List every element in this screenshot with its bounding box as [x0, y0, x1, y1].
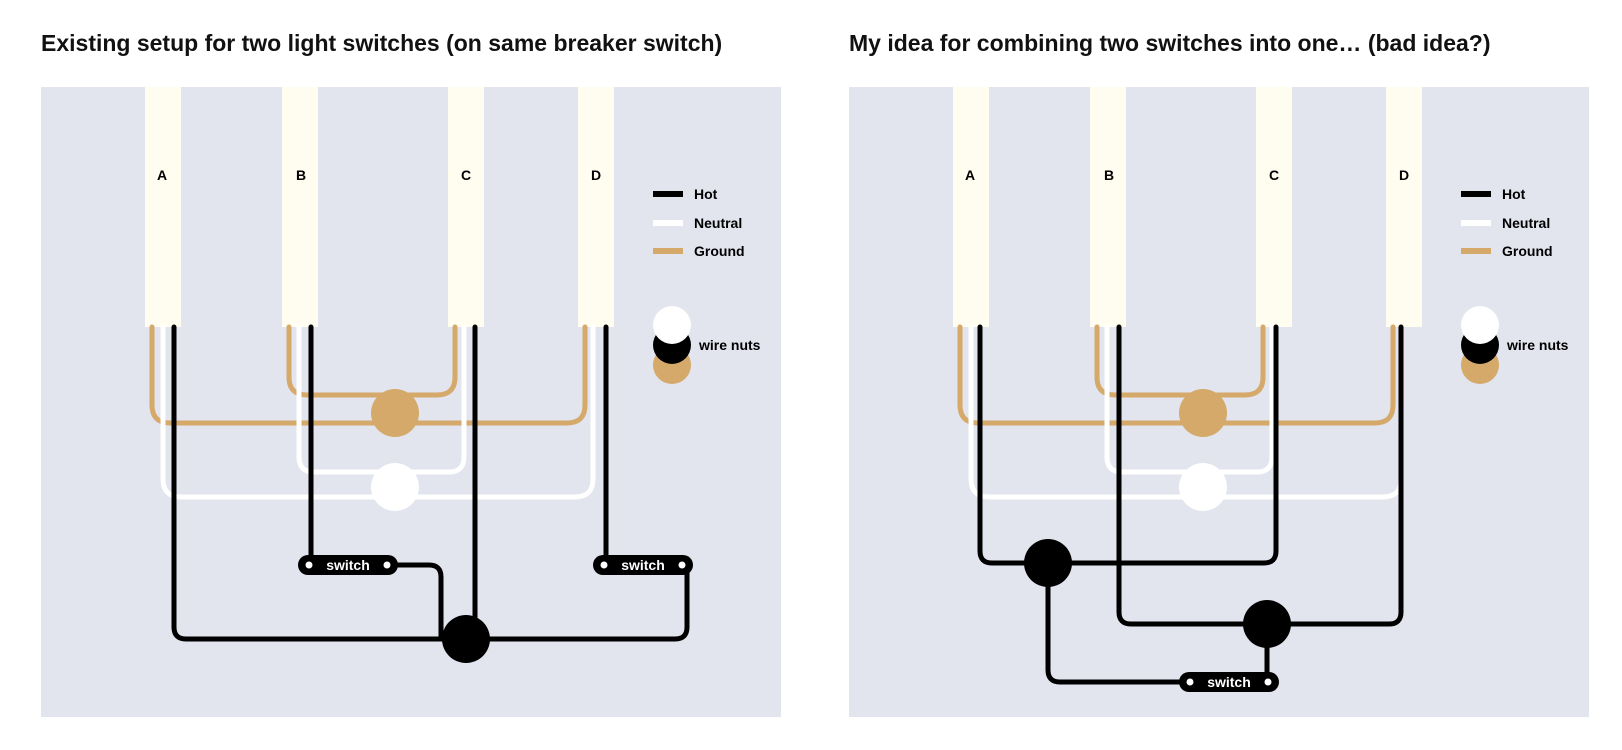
hot-wire-b [1116, 324, 1270, 627]
neutral-wire-c [393, 324, 467, 475]
neutral-wire-c [1201, 324, 1275, 475]
cable-a [145, 87, 181, 327]
hot-wire-nut-to-switch [1045, 560, 1193, 685]
legend-ground-label: Ground [694, 243, 745, 259]
neutral-wire-a [968, 324, 1207, 500]
cable-b [282, 87, 318, 327]
legend-hot-label: Hot [694, 186, 718, 202]
legend-wire-nuts-label: wire nuts [698, 337, 761, 353]
legend-neutral-nut [1461, 306, 1499, 344]
hot-wire-d-switch-out [463, 562, 690, 642]
hot-wire-a [171, 324, 469, 642]
ground-wire-b [1094, 324, 1202, 398]
ground-wire-a [149, 324, 394, 426]
hot-wire-d [1264, 324, 1404, 627]
hot-wire-c [463, 324, 478, 642]
cable-a [953, 87, 989, 327]
neutral-wire-b [1104, 324, 1207, 475]
neutral-wire-nut [1179, 463, 1227, 511]
cable-label-a: A [965, 167, 975, 183]
cable-label-c: C [1269, 167, 1279, 183]
cable-label-d: D [1399, 167, 1409, 183]
hot-wire-a [977, 324, 1051, 566]
existing-setup-diagram: A B C D [41, 87, 781, 717]
cable-label-b: B [1104, 167, 1114, 183]
hot-wire-c [1045, 324, 1279, 566]
legend-neutral-label: Neutral [1502, 215, 1550, 231]
ground-wire-a [957, 324, 1202, 426]
cable-label-a: A [157, 167, 167, 183]
ground-wire-nut [371, 389, 419, 437]
hot-wire-b-switch-out [390, 562, 469, 642]
hot-wire-nut-ac [1024, 539, 1072, 587]
idea-title: My idea for combining two switches into … [849, 30, 1491, 56]
ground-wire-nut [1179, 389, 1227, 437]
hot-wire-nut-bd [1243, 600, 1291, 648]
legend-ground-label: Ground [1502, 243, 1553, 259]
idea-diagram: A B C D [849, 87, 1589, 717]
neutral-wire-nut [371, 463, 419, 511]
ground-wire-c [388, 324, 458, 398]
legend-wire-nuts-label: wire nuts [1506, 337, 1569, 353]
existing-setup-title: Existing setup for two light switches (o… [41, 30, 723, 56]
ground-wire-d [388, 324, 588, 426]
switch-b: switch [298, 555, 398, 575]
combined-switch: switch [1179, 672, 1279, 692]
cable-c [448, 87, 484, 327]
cable-d [578, 87, 614, 327]
legend-neutral-label: Neutral [694, 215, 742, 231]
cable-label-b: B [296, 167, 306, 183]
switch-label: switch [621, 557, 665, 573]
neutral-wire-a [160, 324, 399, 500]
ground-wire-d [1196, 324, 1396, 426]
cable-label-c: C [461, 167, 471, 183]
switch-label: switch [326, 557, 370, 573]
hot-wire-nut [442, 615, 490, 663]
switch-d: switch [593, 555, 693, 575]
cable-c [1256, 87, 1292, 327]
legend: Hot Neutral Ground wire nuts [1461, 186, 1569, 384]
ground-wire-b [286, 324, 394, 398]
cable-d [1386, 87, 1422, 327]
cable-b [1090, 87, 1126, 327]
legend-neutral-nut [653, 306, 691, 344]
neutral-wire-b [296, 324, 399, 475]
legend-hot-label: Hot [1502, 186, 1526, 202]
switch-label: switch [1207, 674, 1251, 690]
cable-label-d: D [591, 167, 601, 183]
legend: Hot Neutral Ground wire nuts [653, 186, 761, 384]
neutral-wire-d [393, 324, 596, 500]
ground-wire-c [1196, 324, 1266, 398]
